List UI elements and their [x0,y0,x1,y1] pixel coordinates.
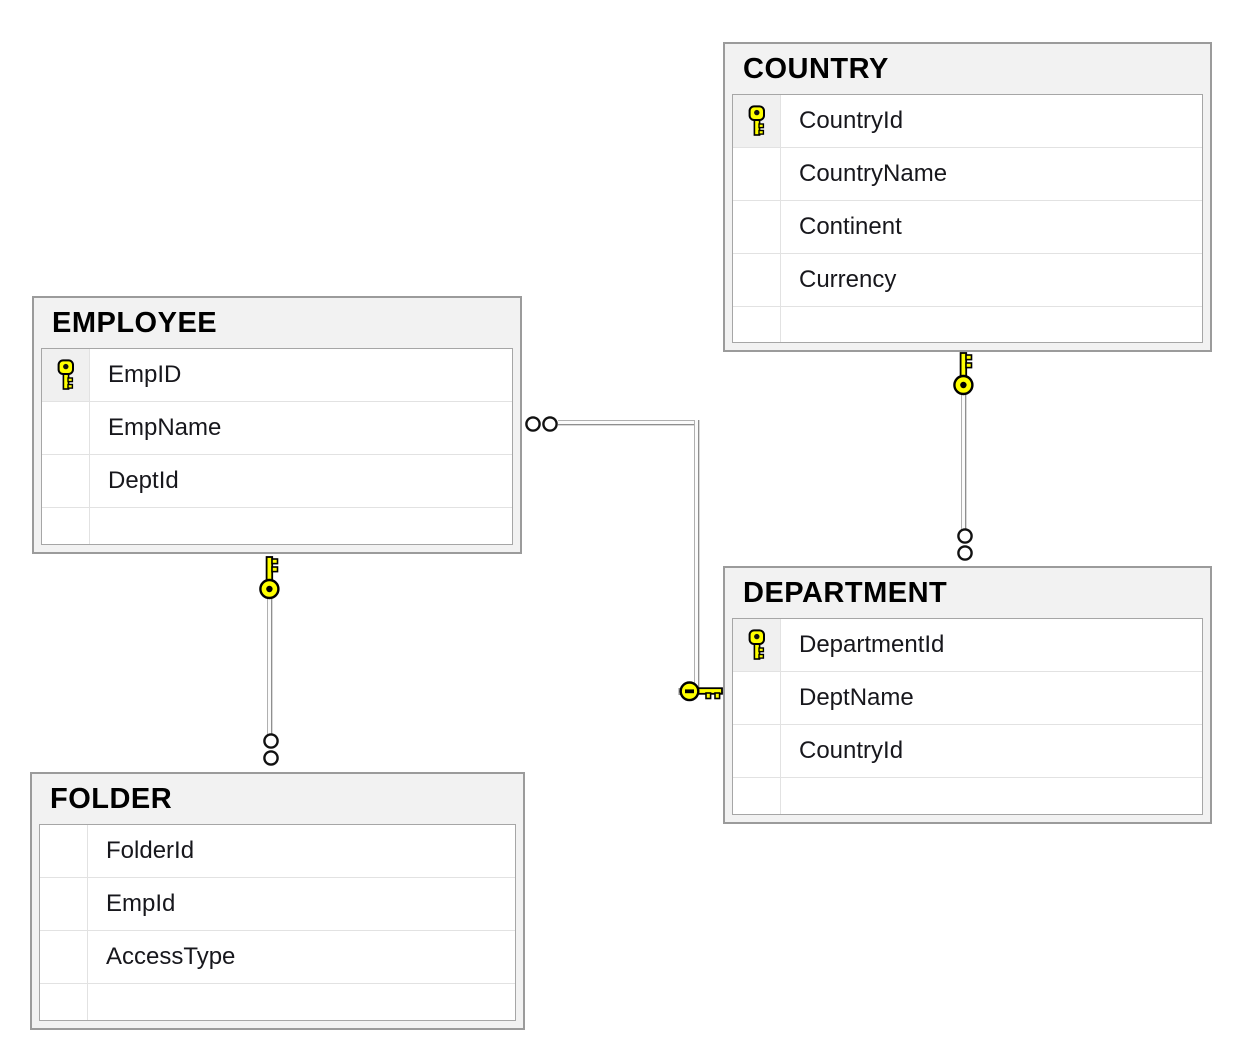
column-name: DepartmentId [799,631,945,658]
table-title[interactable]: DEPARTMENT [743,576,948,609]
table-column-list: FolderId EmpId AccessType [39,824,516,1021]
key-icon [953,352,974,396]
empty-row[interactable] [40,984,515,1020]
key-cell [42,402,90,454]
column-row[interactable]: EmpID [42,349,512,402]
column-row[interactable]: DepartmentId [733,619,1202,672]
key-cell [42,508,90,544]
key-cell [40,825,88,877]
relationship-line [558,420,701,427]
empty-cell [781,307,1202,342]
column-row[interactable]: CountryId [733,95,1202,148]
infinity-icon [525,416,558,432]
table-title[interactable]: EMPLOYEE [52,306,218,339]
column-name: Currency [799,266,897,293]
empty-row[interactable] [42,508,512,544]
table-department[interactable]: DEPARTMENT DepartmentId DeptName [723,566,1212,824]
column-name: EmpId [106,890,176,917]
table-country[interactable]: COUNTRY CountryId CountryName [723,42,1212,352]
key-cell [42,455,90,507]
column-name: DeptName [799,684,914,711]
column-name: DeptId [108,467,179,494]
primary-key-icon [748,628,765,660]
key-cell [40,878,88,930]
key-cell [40,931,88,983]
table-title[interactable]: COUNTRY [743,52,889,85]
key-cell [733,201,781,253]
column-name: FolderId [106,837,195,864]
column-row[interactable]: Currency [733,254,1202,307]
column-row[interactable]: FolderId [40,825,515,878]
column-row[interactable]: Continent [733,201,1202,254]
relationship-line [267,580,274,735]
key-cell [40,984,88,1020]
primary-key-cell [42,349,90,401]
empty-row[interactable] [733,778,1202,814]
column-row[interactable]: EmpName [42,402,512,455]
empty-cell [88,984,515,1020]
relationship-line [961,378,968,530]
primary-key-icon [748,104,765,136]
infinity-icon [957,528,973,561]
table-column-list: CountryId CountryName Continent Currency [732,94,1203,343]
column-name: EmpName [108,414,222,441]
relationship-line [694,420,701,688]
column-row[interactable]: DeptId [42,455,512,508]
table-column-list: EmpID EmpName DeptId [41,348,513,545]
key-icon [678,681,723,702]
column-row[interactable]: CountryName [733,148,1202,201]
column-name: Continent [799,213,902,240]
empty-cell [90,508,512,544]
column-row[interactable]: CountryId [733,725,1202,778]
column-name: CountryId [799,107,904,134]
key-cell [733,254,781,306]
key-cell [733,672,781,724]
infinity-icon [263,733,279,766]
table-employee[interactable]: EMPLOYEE EmpID EmpName [32,296,522,554]
key-cell [733,307,781,342]
column-name: CountryName [799,160,948,187]
empty-row[interactable] [733,307,1202,342]
table-column-list: DepartmentId DeptName CountryId [732,618,1203,815]
column-name: CountryId [799,737,904,764]
key-cell [733,725,781,777]
empty-cell [781,778,1202,814]
primary-key-cell [733,619,781,671]
key-cell [733,148,781,200]
column-name: AccessType [106,943,236,970]
key-icon [259,556,280,600]
column-row[interactable]: AccessType [40,931,515,984]
table-title[interactable]: FOLDER [50,782,173,815]
column-row[interactable]: DeptName [733,672,1202,725]
table-folder[interactable]: FOLDER FolderId EmpId AccessType [30,772,525,1030]
column-name: EmpID [108,361,182,388]
key-cell [733,778,781,814]
column-row[interactable]: EmpId [40,878,515,931]
primary-key-icon [57,358,74,390]
primary-key-cell [733,95,781,147]
